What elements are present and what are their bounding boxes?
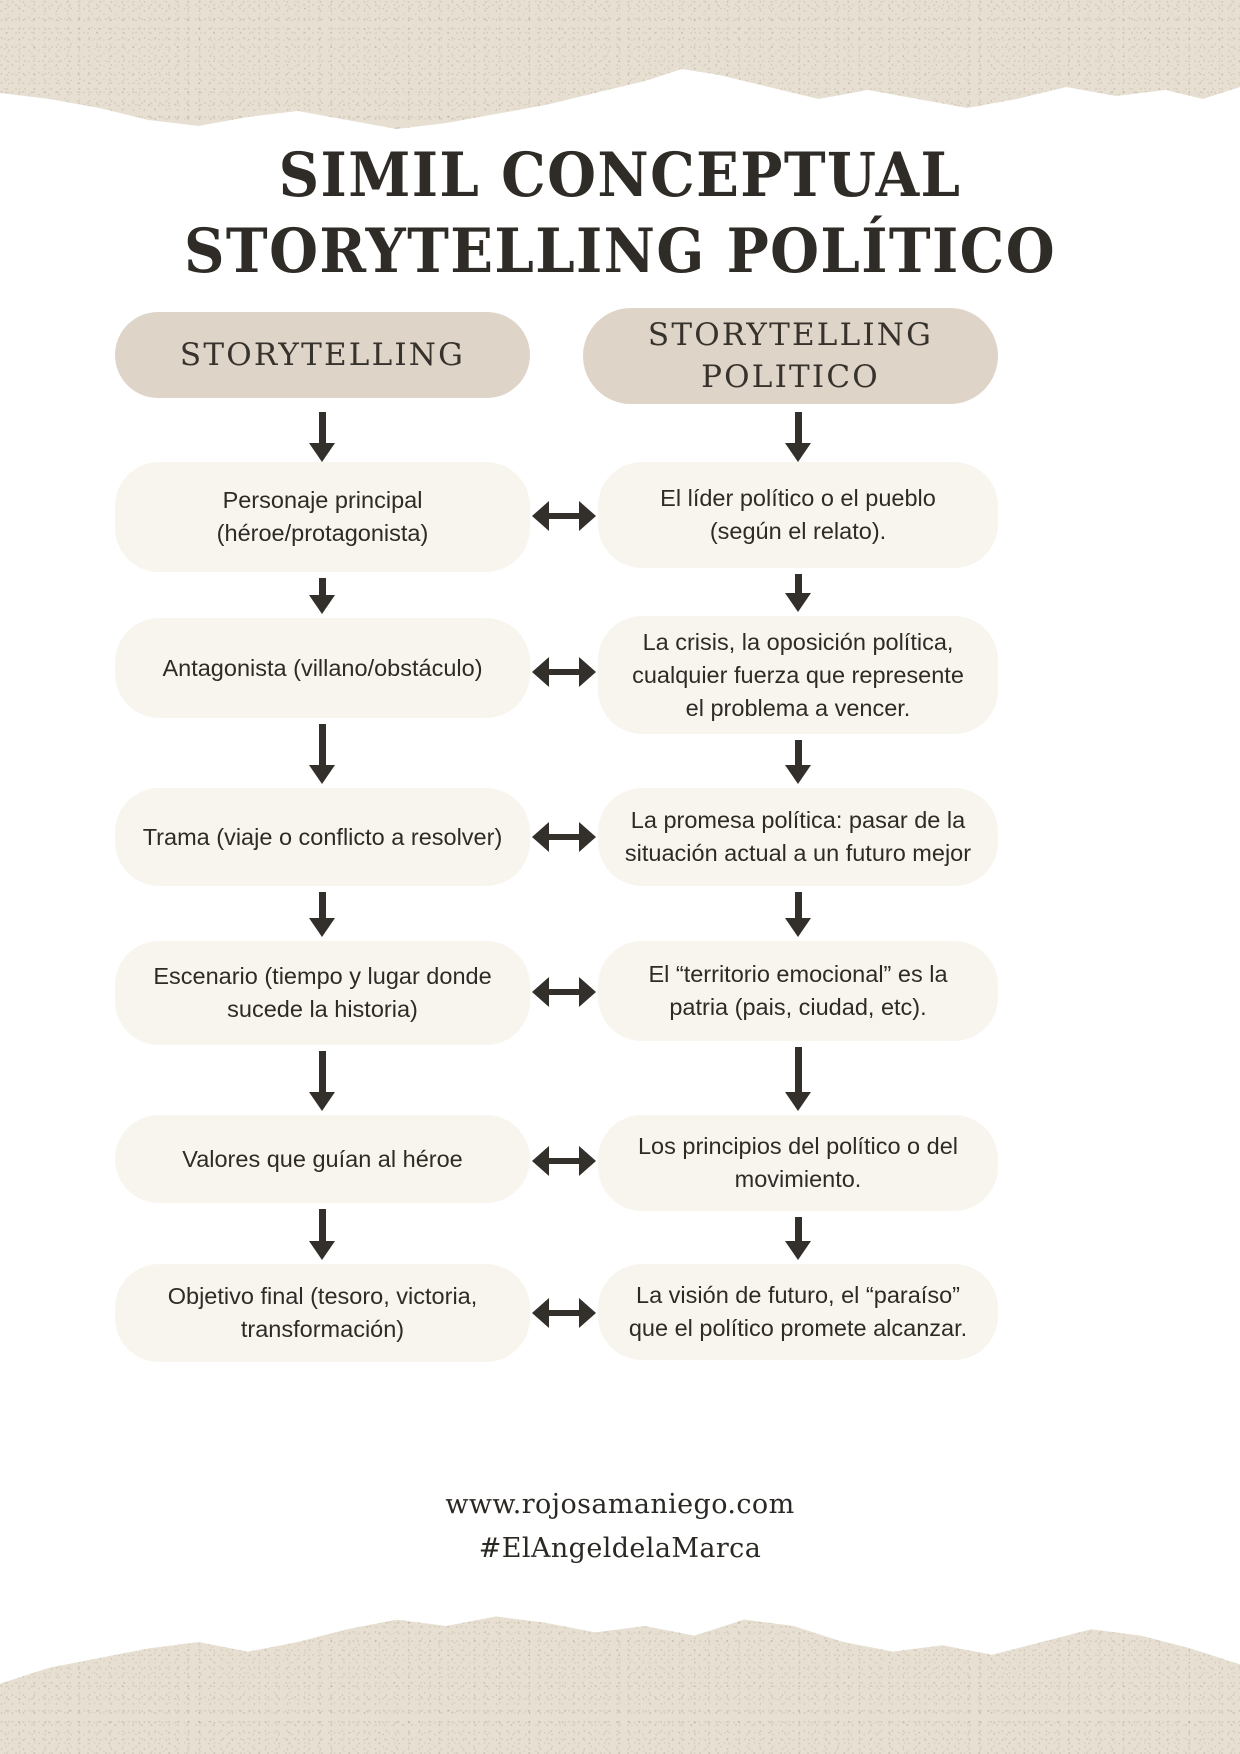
bidirectional-arrow-icon	[532, 1297, 596, 1328]
footer: www.rojosamaniego.com #ElAngeldelaMarca	[0, 1483, 1240, 1571]
storytelling-politico-item-3: La promesa política: pasar de la situaci…	[598, 788, 998, 886]
down-arrow-icon	[785, 740, 811, 784]
bidirectional-arrow-icon	[532, 1146, 596, 1176]
storytelling-politico-item-2: La crisis, la oposición política, cualqu…	[598, 616, 998, 734]
column-header-storytelling: STORYTELLING	[115, 312, 530, 398]
footer-hashtag: #ElAngeldelaMarca	[478, 1533, 762, 1564]
storytelling-item-4: Escenario (tiempo y lugar donde sucede l…	[115, 941, 530, 1045]
footer-website: www.rojosamaniego.com	[445, 1489, 795, 1520]
page-title: SIMIL CONCEPTUAL STORYTELLING POLÍTICO	[0, 138, 1240, 290]
storytelling-item-2: Antagonista (villano/obstáculo)	[115, 618, 530, 718]
down-arrow-icon	[785, 892, 811, 937]
storytelling-item-6: Objetivo final (tesoro, victoria, transf…	[115, 1264, 530, 1362]
bidirectional-arrow-icon	[532, 656, 596, 687]
down-arrow-icon	[785, 1217, 811, 1260]
storytelling-politico-item-5: Los principios del político o del movimi…	[598, 1115, 998, 1211]
down-arrow-icon	[785, 574, 811, 612]
bidirectional-arrow-icon	[532, 977, 596, 1007]
storytelling-item-1: Personaje principal (héroe/protagonista)	[115, 462, 530, 572]
title-line-1: SIMIL CONCEPTUAL	[278, 140, 962, 211]
storytelling-item-3: Trama (viaje o conflicto a resolver)	[115, 788, 530, 886]
column-headers: STORYTELLING STORYTELLING POLITICO	[0, 308, 1240, 404]
column-header-storytelling-politico: STORYTELLING POLITICO	[583, 308, 998, 404]
down-arrow-icon	[309, 724, 335, 784]
storytelling-politico-item-6: La visión de futuro, el “paraíso” que el…	[598, 1264, 998, 1360]
down-arrow-icon	[785, 412, 811, 462]
down-arrow-icon	[309, 892, 335, 937]
storytelling-politico-item-1: El líder político o el pueblo (según el …	[598, 462, 998, 568]
title-line-2: STORYTELLING POLÍTICO	[184, 216, 1056, 287]
down-arrow-icon	[309, 1051, 335, 1111]
storytelling-politico-item-4: El “territorio emocional” es la patria (…	[598, 941, 998, 1041]
bidirectional-arrow-icon	[532, 822, 596, 852]
down-arrow-icon	[309, 578, 335, 614]
bidirectional-arrow-icon	[532, 501, 596, 531]
storytelling-item-5: Valores que guían al héroe	[115, 1115, 530, 1203]
down-arrow-icon	[785, 1047, 811, 1111]
down-arrow-icon	[309, 1209, 335, 1260]
down-arrow-icon	[309, 412, 335, 462]
